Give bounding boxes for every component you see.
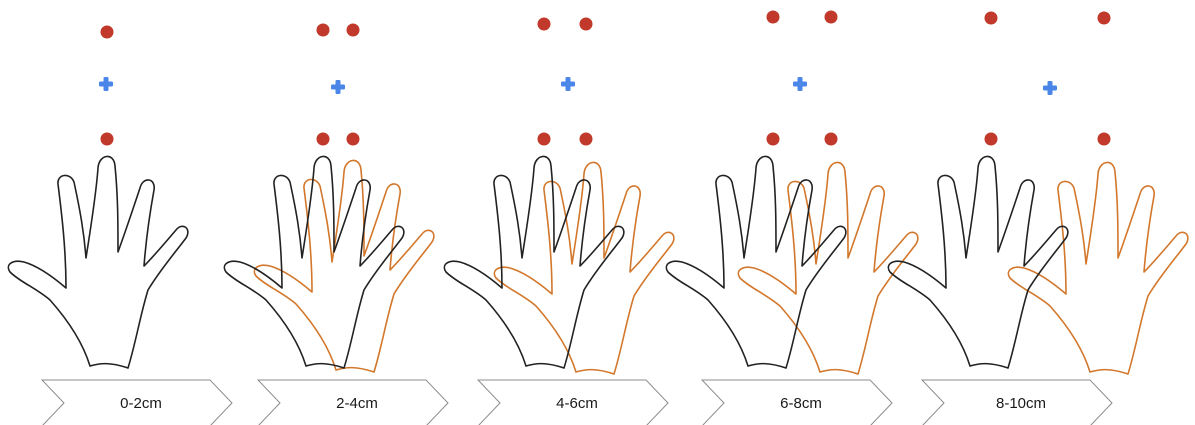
displaced-hand-icon	[738, 162, 917, 374]
bottom-marker-dot	[580, 133, 593, 146]
bottom-marker-dot	[538, 133, 551, 146]
distance-label: 4-6cm	[556, 395, 598, 412]
displaced-hand-icon	[494, 162, 673, 374]
top-marker-dot	[538, 18, 551, 31]
top-marker-dot	[985, 12, 998, 25]
top-marker-dot	[347, 24, 360, 37]
blue-cross-icon	[793, 77, 807, 91]
reference-hand-icon	[888, 156, 1067, 368]
blue-cross-icon	[99, 77, 113, 91]
distance-label: 6-8cm	[780, 395, 822, 412]
panel-2: 2-4cm	[224, 24, 448, 425]
bottom-marker-dot	[101, 133, 114, 146]
distance-label: 8-10cm	[996, 395, 1046, 412]
top-marker-dot	[767, 11, 780, 24]
reference-hand-icon	[224, 156, 403, 368]
panel-4: 6-8cm	[666, 11, 917, 425]
blue-cross-icon	[331, 80, 345, 94]
reference-hand-icon	[444, 156, 623, 368]
reference-hand-icon	[666, 156, 845, 368]
blue-cross-icon	[561, 77, 575, 91]
bottom-marker-dot	[825, 133, 838, 146]
bottom-marker-dot	[985, 133, 998, 146]
top-marker-dot	[825, 11, 838, 24]
panel-3: 4-6cm	[444, 18, 673, 425]
top-marker-dot	[317, 24, 330, 37]
bottom-marker-dot	[317, 133, 330, 146]
reference-hand-icon	[8, 156, 187, 368]
displaced-hand-icon	[1008, 162, 1187, 374]
distance-label: 0-2cm	[120, 395, 162, 412]
bottom-marker-dot	[1098, 133, 1111, 146]
top-marker-dot	[580, 18, 593, 31]
top-marker-dot	[101, 26, 114, 39]
top-marker-dot	[1098, 12, 1111, 25]
panel-1: 0-2cm	[8, 26, 232, 425]
blue-cross-icon	[1043, 81, 1057, 95]
bottom-marker-dot	[347, 133, 360, 146]
distance-label: 2-4cm	[336, 395, 378, 412]
bottom-marker-dot	[767, 133, 780, 146]
panel-5: 8-10cm	[888, 12, 1187, 425]
